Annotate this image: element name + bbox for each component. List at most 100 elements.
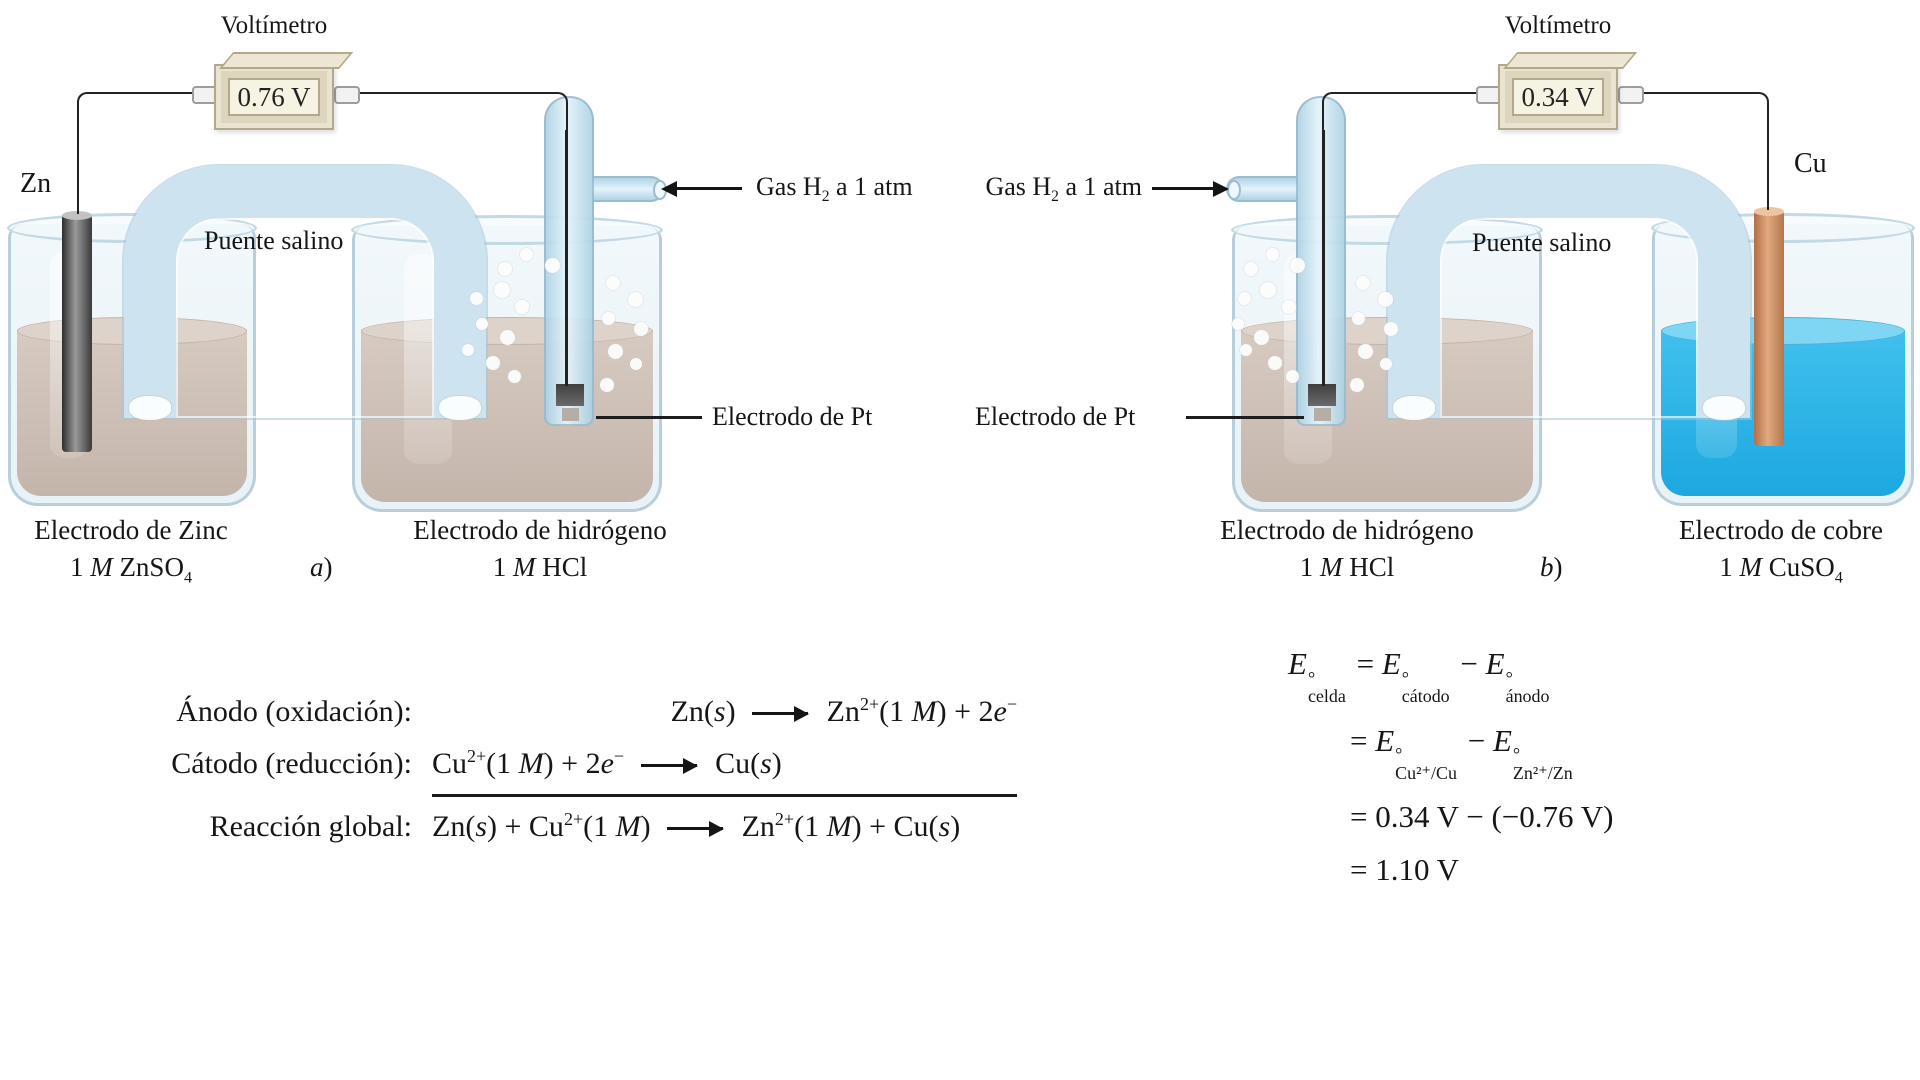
voltmeter-reading-a: 0.76 V	[228, 78, 320, 116]
gas-bubble	[1286, 370, 1299, 383]
wire-b-right	[1640, 92, 1769, 210]
voltmeter-terminal	[334, 86, 360, 104]
gas-bubble	[630, 358, 642, 370]
salt-bridge-a	[124, 166, 486, 418]
gas-bubble	[628, 292, 643, 307]
gas-bubble	[545, 258, 560, 273]
gas-bubble	[1232, 318, 1244, 330]
pt-label-a: Electrodo de Pt	[712, 402, 873, 431]
voltmeter-terminal	[1618, 86, 1644, 104]
gas-bubble	[520, 248, 533, 261]
gas-bubble	[608, 344, 623, 359]
gas-bubble	[476, 318, 488, 330]
voltmeter-title-b: Voltímetro	[1504, 12, 1612, 39]
gas-inlet-opening-b	[1227, 180, 1241, 200]
gas-bubble	[600, 378, 614, 392]
gas-bubble	[1378, 292, 1393, 307]
gas-bubble	[1356, 276, 1370, 290]
beaker-hcl-b	[1231, 215, 1543, 512]
gas-bubble	[1350, 378, 1364, 392]
gas-bubble	[1266, 248, 1279, 261]
gas-bubble	[508, 370, 521, 383]
caption-hydrogen-b: Electrodo de hidrógeno 1 M HCl	[1188, 512, 1506, 586]
cell-potential-line-4: = 1.10 V	[1350, 852, 1460, 888]
caption-hydrogen-a-line2: 1 M HCl	[492, 552, 588, 582]
gas-bubble	[1290, 258, 1305, 273]
caption-hydrogen-a: Electrodo de hidrógeno 1 M HCl	[378, 512, 702, 586]
gas-bubble	[606, 276, 620, 290]
gas-bubble	[500, 330, 515, 345]
cu-electrode-symbol: Cu	[1794, 148, 1827, 179]
gas-bubble	[634, 322, 648, 336]
zinc-electrode-rod	[62, 211, 92, 452]
gas-bubble	[1380, 358, 1392, 370]
caption-hydrogen-a-line1: Electrodo de hidrógeno	[413, 515, 667, 545]
caption-copper: Electrodo de cobre 1 M CuSO4	[1628, 512, 1920, 586]
half-reaction-equations: Ánodo (oxidación): Zn(s) Zn2+(1 M) + 2e−…	[72, 686, 1017, 853]
gas-label-b: Gas H2 a 1 atm	[985, 172, 1142, 206]
caption-copper-line1: Electrodo de cobre	[1679, 515, 1883, 545]
wire-a-right	[352, 92, 568, 132]
salt-bridge-label-b: Puente salino	[1472, 228, 1612, 257]
pt-electrode-a	[556, 384, 584, 406]
pt-electrode-stub-b	[1314, 408, 1331, 421]
gas-arrow-b	[1152, 180, 1229, 197]
anode-equation: Zn(s) Zn2+(1 M) + 2e−	[670, 694, 1017, 728]
cell-potential-line-3: = 0.34 V − (−0.76 V)	[1350, 799, 1614, 835]
gas-bubble	[1254, 330, 1269, 345]
salt-bridge-plug	[439, 396, 481, 420]
copper-electrode-rod	[1754, 207, 1784, 446]
gas-bubble	[1244, 262, 1258, 276]
gas-bubble	[1384, 322, 1398, 336]
salt-bridge-plug	[129, 396, 171, 420]
gas-arrow-a	[661, 180, 742, 197]
voltmeter-b: 0.34 V	[1498, 64, 1618, 130]
gas-bubble	[1238, 292, 1251, 305]
wire-b-left	[1322, 92, 1476, 132]
wire-b-into-tube	[1322, 130, 1325, 386]
gas-label-a: Gas H2 a 1 atm	[756, 172, 913, 206]
overall-equation: Zn(s) + Cu2+(1 M) Zn2+(1 M) + Cu(s)	[432, 809, 961, 843]
gas-bubble	[486, 356, 500, 370]
panel-b-tag: b)	[1540, 552, 1563, 582]
gas-bubble	[1240, 344, 1252, 356]
gas-bubble	[1268, 356, 1282, 370]
caption-hydrogen-b-line2: 1 M HCl	[1299, 552, 1395, 582]
anode-label: Ánodo (oxidación):	[176, 695, 412, 728]
gas-bubble	[470, 292, 483, 305]
gas-bubble	[602, 312, 615, 325]
pt-pointer-line-a	[596, 416, 702, 419]
pt-electrode-b	[1308, 384, 1336, 406]
caption-zinc-line2: 1 M ZnSO4	[69, 552, 193, 587]
cathode-label: Cátodo (reducción):	[171, 747, 412, 780]
pt-pointer-line-b	[1186, 416, 1304, 419]
wire-a-into-tube	[565, 130, 568, 386]
overall-label: Reacción global:	[209, 810, 412, 843]
salt-bridge-plug	[1393, 396, 1435, 420]
gas-inlet-arm-a	[592, 176, 664, 202]
voltmeter-a: 0.76 V	[214, 64, 334, 130]
panel-a-tag: a)	[310, 552, 333, 582]
salt-bridge-plug	[1703, 396, 1745, 420]
cell-potential-calculation: E°celda = E°cátodo − E°ánodo = E°Cu²⁺/Cu…	[1288, 646, 1613, 905]
caption-hydrogen-b-line1: Electrodo de hidrógeno	[1220, 515, 1474, 545]
voltmeter-reading-b: 0.34 V	[1512, 78, 1604, 116]
wire-a-left	[77, 92, 192, 214]
gas-bubble	[494, 282, 510, 298]
gas-bubble	[1260, 282, 1276, 298]
voltmeter-title-a: Voltímetro	[220, 12, 328, 39]
gas-bubble	[1358, 344, 1373, 359]
caption-zinc: Electrodo de Zinc 1 M ZnSO4	[0, 512, 262, 586]
cell-potential-line-2: = E°Cu²⁺/Cu − E°Zn²⁺/Zn	[1350, 722, 1573, 783]
cathode-equation: Cu2+(1 M) + 2e− Cu(s)	[432, 738, 1017, 797]
zn-electrode-symbol: Zn	[20, 168, 52, 199]
gas-bubble	[515, 300, 529, 314]
gas-bubble	[498, 262, 512, 276]
caption-copper-line2: 1 M CuSO4	[1719, 552, 1843, 587]
pt-label-b: Electrodo de Pt	[975, 402, 1136, 431]
cell-potential-line-1: E°celda = E°cátodo − E°ánodo	[1288, 646, 1550, 707]
pt-electrode-stub-a	[562, 408, 579, 421]
salt-bridge-label-a: Puente salino	[204, 226, 344, 255]
gas-bubble	[1352, 312, 1365, 325]
